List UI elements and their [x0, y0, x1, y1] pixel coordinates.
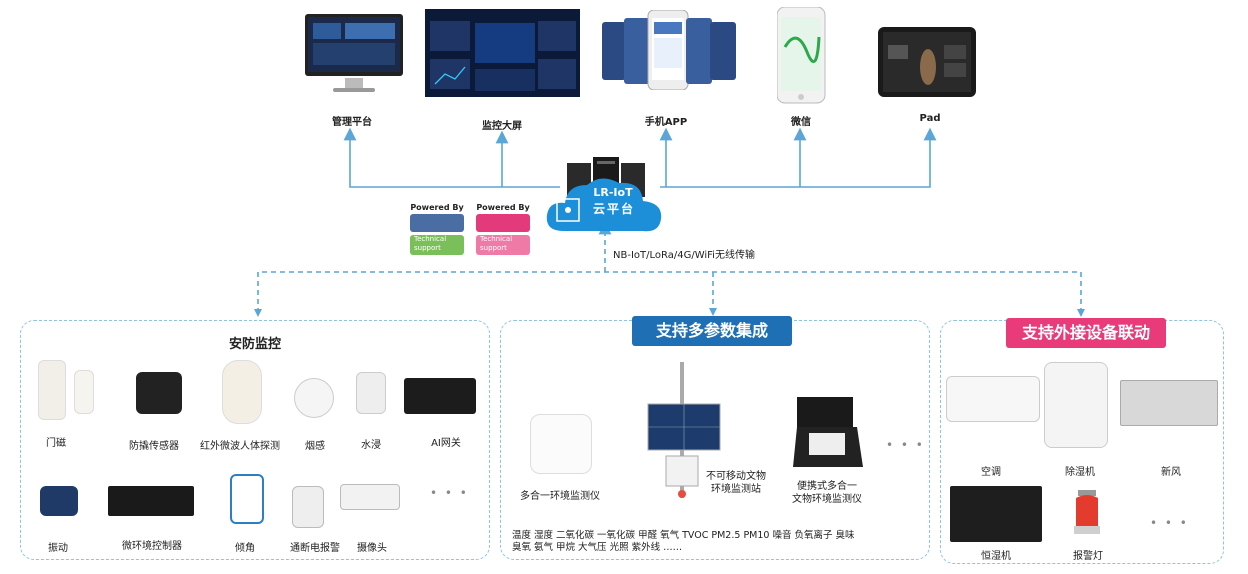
security-label-11: 摄像头	[357, 543, 387, 554]
water-sensor-image	[356, 372, 386, 414]
badge-powered-1: Powered By Technical support	[410, 203, 464, 261]
multi-dev1-label: 多合一环境监测仪	[520, 491, 600, 502]
multi-param-banner: 支持多参数集成	[632, 316, 792, 346]
terminal-label-app: 手机APP	[644, 117, 688, 128]
security-label-8: 微环境控制器	[122, 541, 182, 552]
badge-powered-2: Powered By Technical support	[476, 203, 530, 261]
alarm-light-icon	[1074, 490, 1100, 534]
external-label-1: 空调	[981, 467, 1001, 478]
security-label-7: 振动	[48, 543, 68, 554]
terminal-label-screen: 监控大屏	[482, 121, 522, 132]
cloud-name-en: LR-IoT	[593, 186, 633, 199]
badge-tech-1: Technical	[414, 235, 447, 243]
door-magnet-image	[74, 370, 94, 414]
badge-tech-2: Technical	[480, 235, 513, 243]
external-label-4: 恒湿机	[981, 551, 1011, 562]
security-title: 安防监控	[228, 337, 281, 352]
multi-dev2-label-b: 环境监测站	[711, 484, 761, 495]
security-label-5: 水浸	[361, 440, 381, 451]
badge-powered-text: Powered By	[410, 203, 464, 212]
params-line-2: 臭氧 氨气 甲烷 大气压 光照 紫外线 ……	[512, 542, 683, 553]
vibration-sensor-image	[40, 486, 78, 516]
security-panel	[20, 320, 490, 560]
camera-image	[340, 484, 400, 510]
security-label-3: 红外微波人体探测	[200, 441, 280, 452]
params-line-1: 温度 湿度 二氧化碳 一氧化碳 甲醛 氧气 TVOC PM2.5 PM10 噪音…	[512, 530, 855, 541]
security-label-10: 通断电报警	[290, 543, 340, 554]
ai-gateway-image	[404, 378, 476, 414]
external-more-dots: • • •	[1150, 516, 1189, 530]
security-label-4: 烟感	[305, 441, 325, 452]
door-sensor-image	[38, 360, 66, 420]
multi-more-dots: • • •	[886, 438, 925, 452]
security-label-1: 门磁	[46, 438, 66, 449]
security-label-9: 倾角	[235, 543, 255, 554]
constant-humidity-image	[950, 486, 1042, 542]
fresh-air-image	[1120, 380, 1218, 426]
big-screen-image	[425, 9, 580, 97]
multi-dev2-label-a: 不可移动文物	[706, 471, 766, 482]
external-label-2: 除湿机	[1065, 467, 1095, 478]
monitoring-station-image	[647, 362, 721, 498]
tilt-sensor-image	[230, 474, 264, 524]
pir-detector-image	[222, 360, 262, 424]
security-more-dots: • • •	[430, 486, 469, 500]
badge-support-1: support	[414, 244, 441, 252]
external-label-3: 新风	[1161, 467, 1181, 478]
micro-env-controller-image	[108, 486, 194, 516]
power-alarm-image	[292, 486, 324, 528]
cloud-name-cn: 云平台	[592, 202, 635, 216]
multi-env-monitor-image	[530, 414, 592, 474]
portable-monitor-image	[793, 397, 863, 467]
multi-dev3-label-b: 文物环境监测仪	[792, 494, 862, 505]
multi-dev3-label-a: 便携式多合一	[797, 481, 857, 492]
badge-support-2: support	[480, 244, 507, 252]
terminal-label-management: 管理平台	[332, 117, 372, 128]
security-label-6: AI网关	[431, 438, 461, 449]
pad-image	[878, 27, 976, 97]
smoke-sensor-image	[294, 378, 334, 418]
terminal-label-pad: Pad	[919, 113, 941, 124]
badge-powered-text: Powered By	[476, 203, 530, 212]
terminal-label-wechat: 微信	[791, 117, 811, 128]
phone-app-image	[602, 10, 736, 90]
wechat-phone-image	[777, 7, 826, 104]
external-label-5: 报警灯	[1073, 551, 1103, 562]
security-label-2: 防撬传感器	[129, 441, 179, 452]
tamper-sensor-image	[136, 372, 182, 414]
management-monitor-image	[305, 14, 403, 92]
dehumidifier-image	[1044, 362, 1108, 448]
transport-label: NB-IoT/LoRa/4G/WiFi无线传输	[613, 250, 755, 261]
air-conditioner-image	[946, 376, 1040, 422]
cloud-icon	[546, 178, 662, 232]
external-devices-banner: 支持外接设备联动	[1006, 318, 1166, 348]
